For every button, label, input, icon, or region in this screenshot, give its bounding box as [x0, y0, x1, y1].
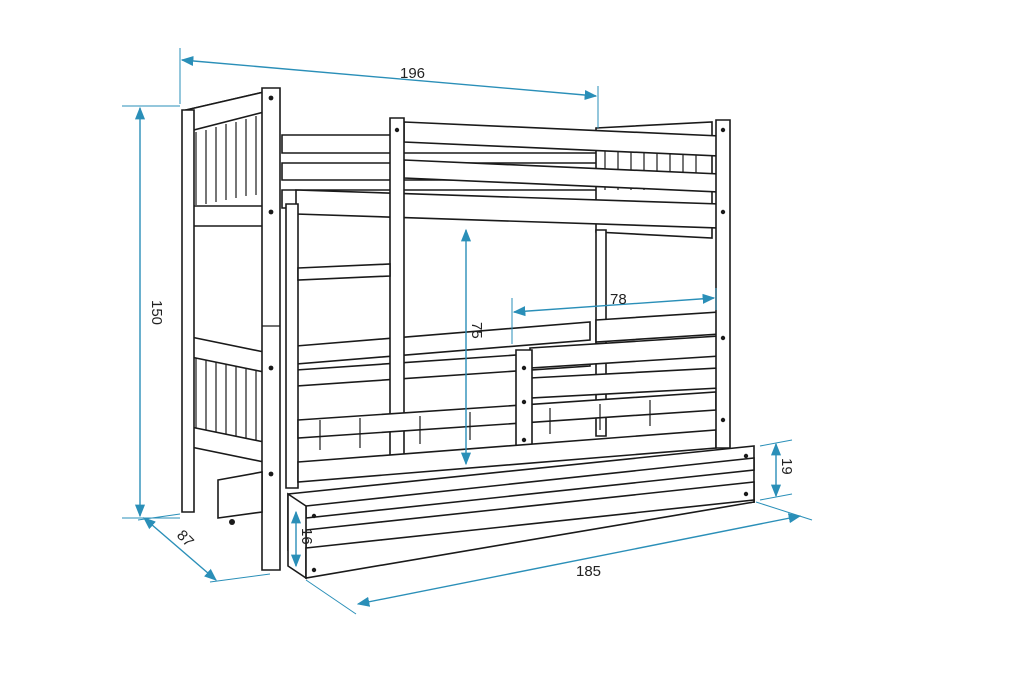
dim-height-label: 150 [148, 300, 165, 325]
right-front-post-bolts [720, 127, 726, 423]
left-end-lower-panel [185, 335, 265, 463]
dim-drawer-length-label: 185 [576, 563, 601, 580]
right-front-post [715, 119, 731, 449]
dim-drawer-height: 19 [759, 439, 795, 501]
dim-opening-label: 78 [610, 291, 627, 308]
left-end-upper-panel [185, 90, 265, 227]
bunk-bed [181, 87, 755, 580]
left-back-post [181, 109, 195, 513]
dim-top-length-label: 196 [400, 65, 425, 82]
back-drawer [217, 471, 263, 525]
dim-drawer-depth: 16 [290, 510, 315, 568]
ladder [285, 117, 405, 489]
dim-drawer-length: 185 [305, 501, 813, 615]
left-front-post [261, 87, 281, 571]
dim-lower-height-label: 75 [468, 322, 485, 339]
dimension-lines: 196 150 87 75 78 [122, 48, 813, 615]
lower-guard-rail [515, 311, 721, 453]
dim-height: 150 [122, 105, 180, 519]
dim-top-length: 196 [179, 48, 599, 128]
dim-opening: 78 [511, 288, 717, 344]
dim-drawer-depth-label: 16 [298, 528, 315, 545]
dim-width: 87 [137, 513, 271, 583]
dim-drawer-height-label: 19 [778, 458, 795, 475]
dim-lower-height: 75 [460, 228, 485, 466]
